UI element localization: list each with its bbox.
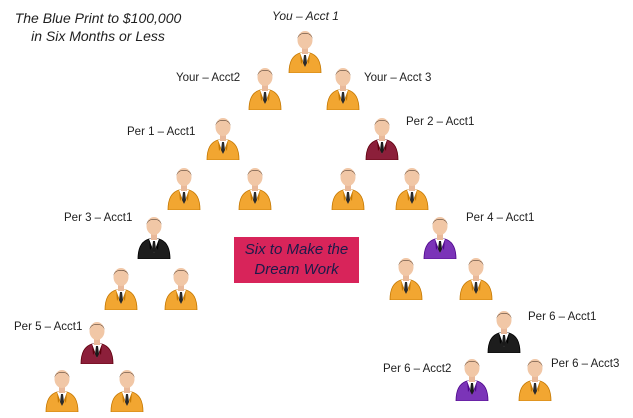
person-icon-per3-acct1 <box>137 213 171 259</box>
label-per4: Per 4 – Acct1 <box>466 212 535 224</box>
person-icon-per1-child-right <box>238 164 272 210</box>
label-your-acct3: Your – Acct 3 <box>364 72 432 84</box>
person-icon-per2-acct1 <box>365 114 399 160</box>
person-icon-per6-acct3 <box>518 355 552 401</box>
label-per3: Per 3 – Acct1 <box>64 212 133 224</box>
person-icon-per6-acct2 <box>455 355 489 401</box>
label-per6-acct3: Per 6 – Acct3 <box>551 358 620 370</box>
person-icon-per5-child-left <box>45 366 79 412</box>
label-per1: Per 1 – Acct1 <box>127 126 196 138</box>
label-per5: Per 5 – Acct1 <box>14 321 83 333</box>
person-icon-per4-child-left <box>389 254 423 300</box>
label-you-acct1: You – Acct 1 <box>272 9 339 23</box>
person-icon-per4-child-right <box>459 254 493 300</box>
person-icon-per1-child-left <box>167 164 201 210</box>
person-icon-your-acct2 <box>248 64 282 110</box>
label-per2: Per 2 – Acct1 <box>406 116 475 128</box>
person-icon-per1-acct1 <box>206 114 240 160</box>
person-icon-per2-child-left <box>331 164 365 210</box>
label-per6-acct2: Per 6 – Acct2 <box>383 363 452 375</box>
person-icon-per5-acct1 <box>80 318 114 364</box>
person-icon-your-acct3 <box>326 64 360 110</box>
person-icon-you-acct1 <box>288 27 322 73</box>
person-icon-per2-child-right <box>395 164 429 210</box>
center-slogan-box: Six to Make the Dream Work <box>234 237 359 283</box>
diagram-title: The Blue Print to $100,000 in Six Months… <box>14 10 182 44</box>
person-icon-per4-acct1 <box>423 213 457 259</box>
person-icon-per3-child-right <box>164 264 198 310</box>
label-per6-acct1: Per 6 – Acct1 <box>528 311 597 323</box>
label-your-acct2: Your – Acct2 <box>176 72 241 84</box>
person-icon-per3-child-left <box>104 264 138 310</box>
person-icon-per6-acct1 <box>487 307 521 353</box>
person-icon-per5-child-right <box>110 366 144 412</box>
